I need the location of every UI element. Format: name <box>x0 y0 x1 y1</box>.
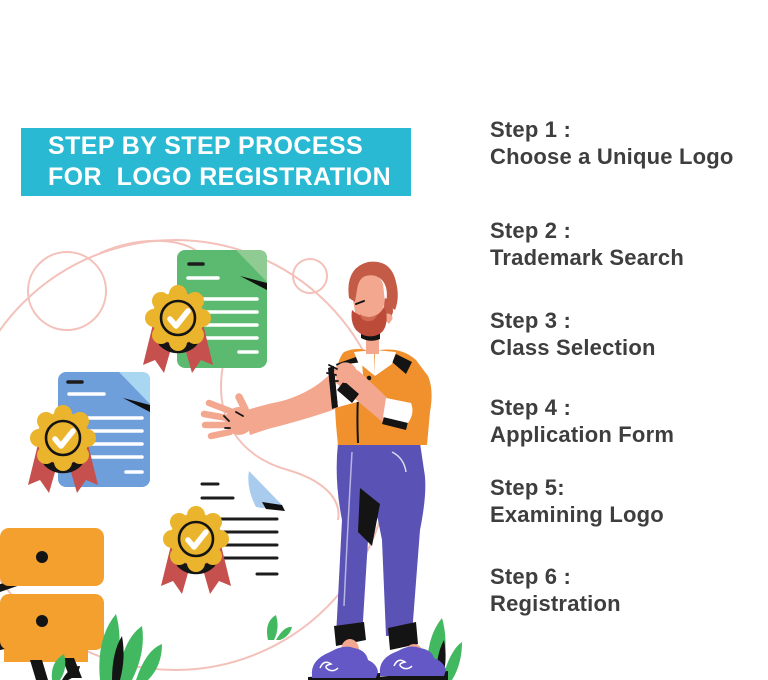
step-item-4: Step 4 : Application Form <box>490 394 760 448</box>
step-item-1: Step 1 : Choose a Unique Logo <box>490 116 760 170</box>
certificate-blue <box>28 372 150 493</box>
step-title: Choose a Unique Logo <box>490 144 734 169</box>
drawer-knob-icon <box>36 551 48 563</box>
step-title: Class Selection <box>490 335 656 360</box>
title-line-2: FOR LOGO REGISTRATION <box>48 163 392 191</box>
title-banner: STEP BY STEP PROCESS FOR LOGO REGISTRATI… <box>21 128 411 196</box>
step-number: Step 1 : <box>490 117 572 142</box>
title-line-1: STEP BY STEP PROCESS <box>48 132 364 160</box>
step-item-6: Step 6 : Registration <box>490 563 760 617</box>
shoelace-doodle-icon <box>319 661 339 672</box>
watch <box>337 381 359 403</box>
step-title: Examining Logo <box>490 502 664 527</box>
shoelace-doodle-icon <box>393 659 413 670</box>
step-number: Step 6 : <box>490 564 572 589</box>
beard <box>351 307 387 337</box>
step-number: Step 3 : <box>490 308 572 333</box>
step-number: Step 5: <box>490 475 565 500</box>
award-badge-icon <box>161 506 231 594</box>
drawer-knob-icon <box>36 615 48 627</box>
filing-cabinet <box>0 528 104 680</box>
step-item-5: Step 5: Examining Logo <box>490 474 760 528</box>
certificate-green <box>143 250 267 373</box>
step-number: Step 2 : <box>490 218 572 243</box>
step-number: Step 4 : <box>490 395 572 420</box>
step-item-2: Step 2 : Trademark Search <box>490 217 760 271</box>
open-hand <box>200 393 253 440</box>
plant-left <box>51 614 292 680</box>
step-title: Registration <box>490 591 621 616</box>
step-item-3: Step 3 : Class Selection <box>490 307 760 361</box>
document-lines <box>161 471 285 594</box>
step-title: Trademark Search <box>490 245 684 270</box>
hair <box>348 261 398 310</box>
presenter-man <box>200 261 462 680</box>
step-title: Application Form <box>490 422 675 447</box>
